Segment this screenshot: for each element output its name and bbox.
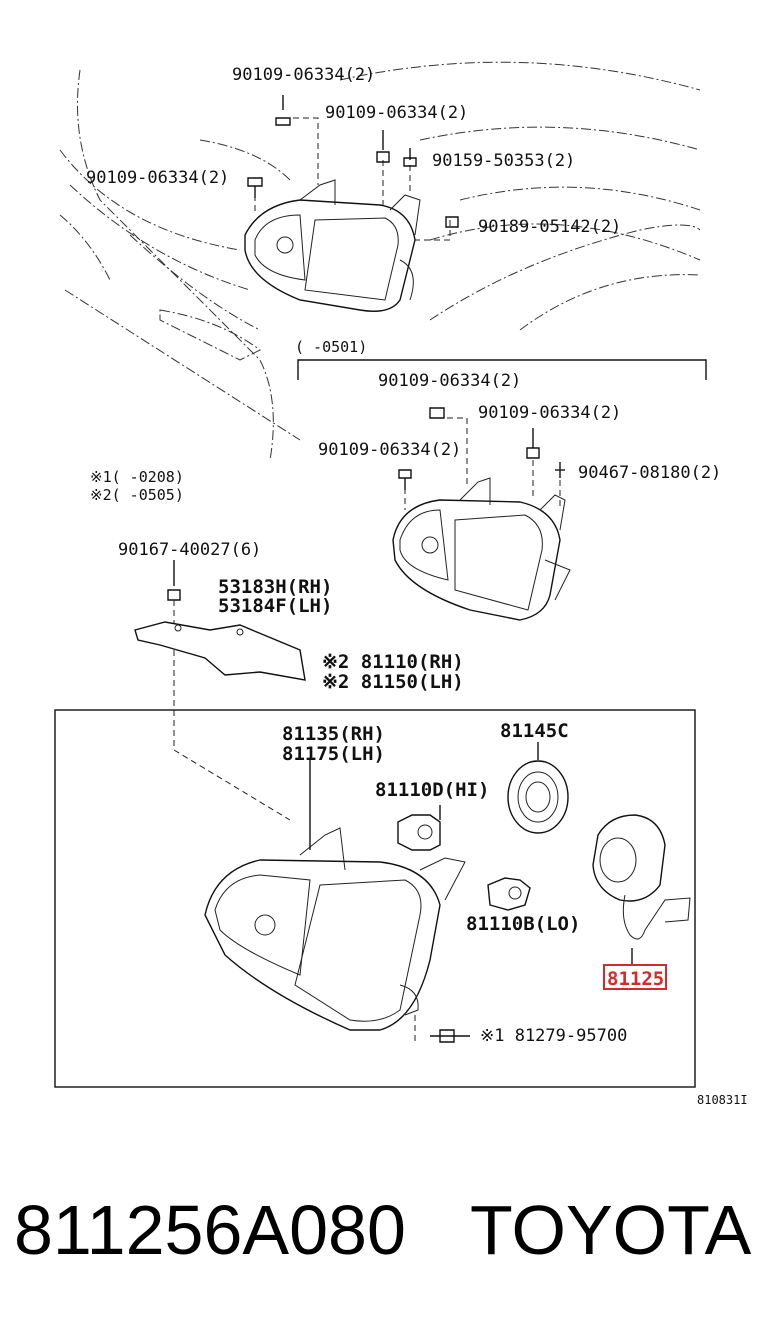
- label-adjuster: ※1 81279-95700: [480, 1026, 627, 1046]
- label-top-bolt-a: 90109-06334(2): [232, 65, 375, 85]
- label-top-screw-e: 90189-05142(2): [478, 217, 621, 237]
- label-top-bolt-b: 90109-06334(2): [325, 103, 468, 123]
- bulb-hi: [397, 805, 441, 851]
- middle-fasteners: [398, 407, 565, 510]
- top-fasteners: [247, 95, 459, 241]
- brand-name: TOYOTA: [470, 1191, 752, 1269]
- footer: 811256A080 TOYOTA: [0, 1185, 760, 1285]
- label-unit-rh: 81135(RH): [282, 723, 385, 745]
- label-note-2: ※2( -0505): [90, 486, 184, 504]
- range-bracket-0501: [297, 359, 707, 380]
- adjuster-screw: [414, 1015, 470, 1045]
- label-note-1: ※1( -0208): [90, 468, 184, 486]
- label-bracket-rh: 53183H(RH): [218, 576, 332, 598]
- label-bracket-lh: 53184F(LH): [218, 595, 332, 617]
- label-headlamp-lh: ※2 81150(LH): [322, 671, 464, 693]
- label-cap: 81145C: [500, 720, 569, 742]
- label-headlamp-rh: ※2 81110(RH): [322, 651, 464, 673]
- label-top-screw-d: 90159-50353(2): [432, 151, 575, 171]
- socket-highlight-box: [603, 964, 667, 990]
- label-mid-screw-d: 90467-08180(2): [578, 463, 721, 483]
- label-diagram-id: 810831I: [697, 1093, 748, 1107]
- car-body-outline: [59, 61, 701, 461]
- part-number: 811256A080: [14, 1191, 406, 1269]
- label-mid-bolt-b: 90109-06334(2): [478, 403, 621, 423]
- label-mid-bolt-a: 90109-06334(2): [378, 371, 521, 391]
- label-bulb-lo: 81110B(LO): [466, 913, 580, 935]
- headlamp-cap: [507, 742, 569, 834]
- label-top-bolt-c: 90109-06334(2): [86, 168, 229, 188]
- label-range-0501: ( -0501): [295, 338, 367, 356]
- label-bulb-hi: 81110D(HI): [375, 779, 489, 801]
- parts-diagram: 90109-06334(2) 90109-06334(2) 90109-0633…: [54, 61, 748, 1107]
- label-mid-bolt-c: 90109-06334(2): [318, 440, 461, 460]
- bulb-lo: [487, 877, 531, 911]
- assembly-frame: [54, 709, 696, 1088]
- middle-headlamp-assembly: [392, 477, 571, 621]
- main-headlamp-unit: [204, 760, 466, 1031]
- top-headlamp-assembly: [244, 179, 421, 312]
- mounting-bracket: [134, 560, 306, 821]
- label-bracket-bolt: 90167-40027(6): [118, 540, 261, 560]
- label-unit-lh: 81175(LH): [282, 743, 385, 765]
- label-socket: 81125: [607, 968, 664, 990]
- bulb-socket: [592, 814, 691, 965]
